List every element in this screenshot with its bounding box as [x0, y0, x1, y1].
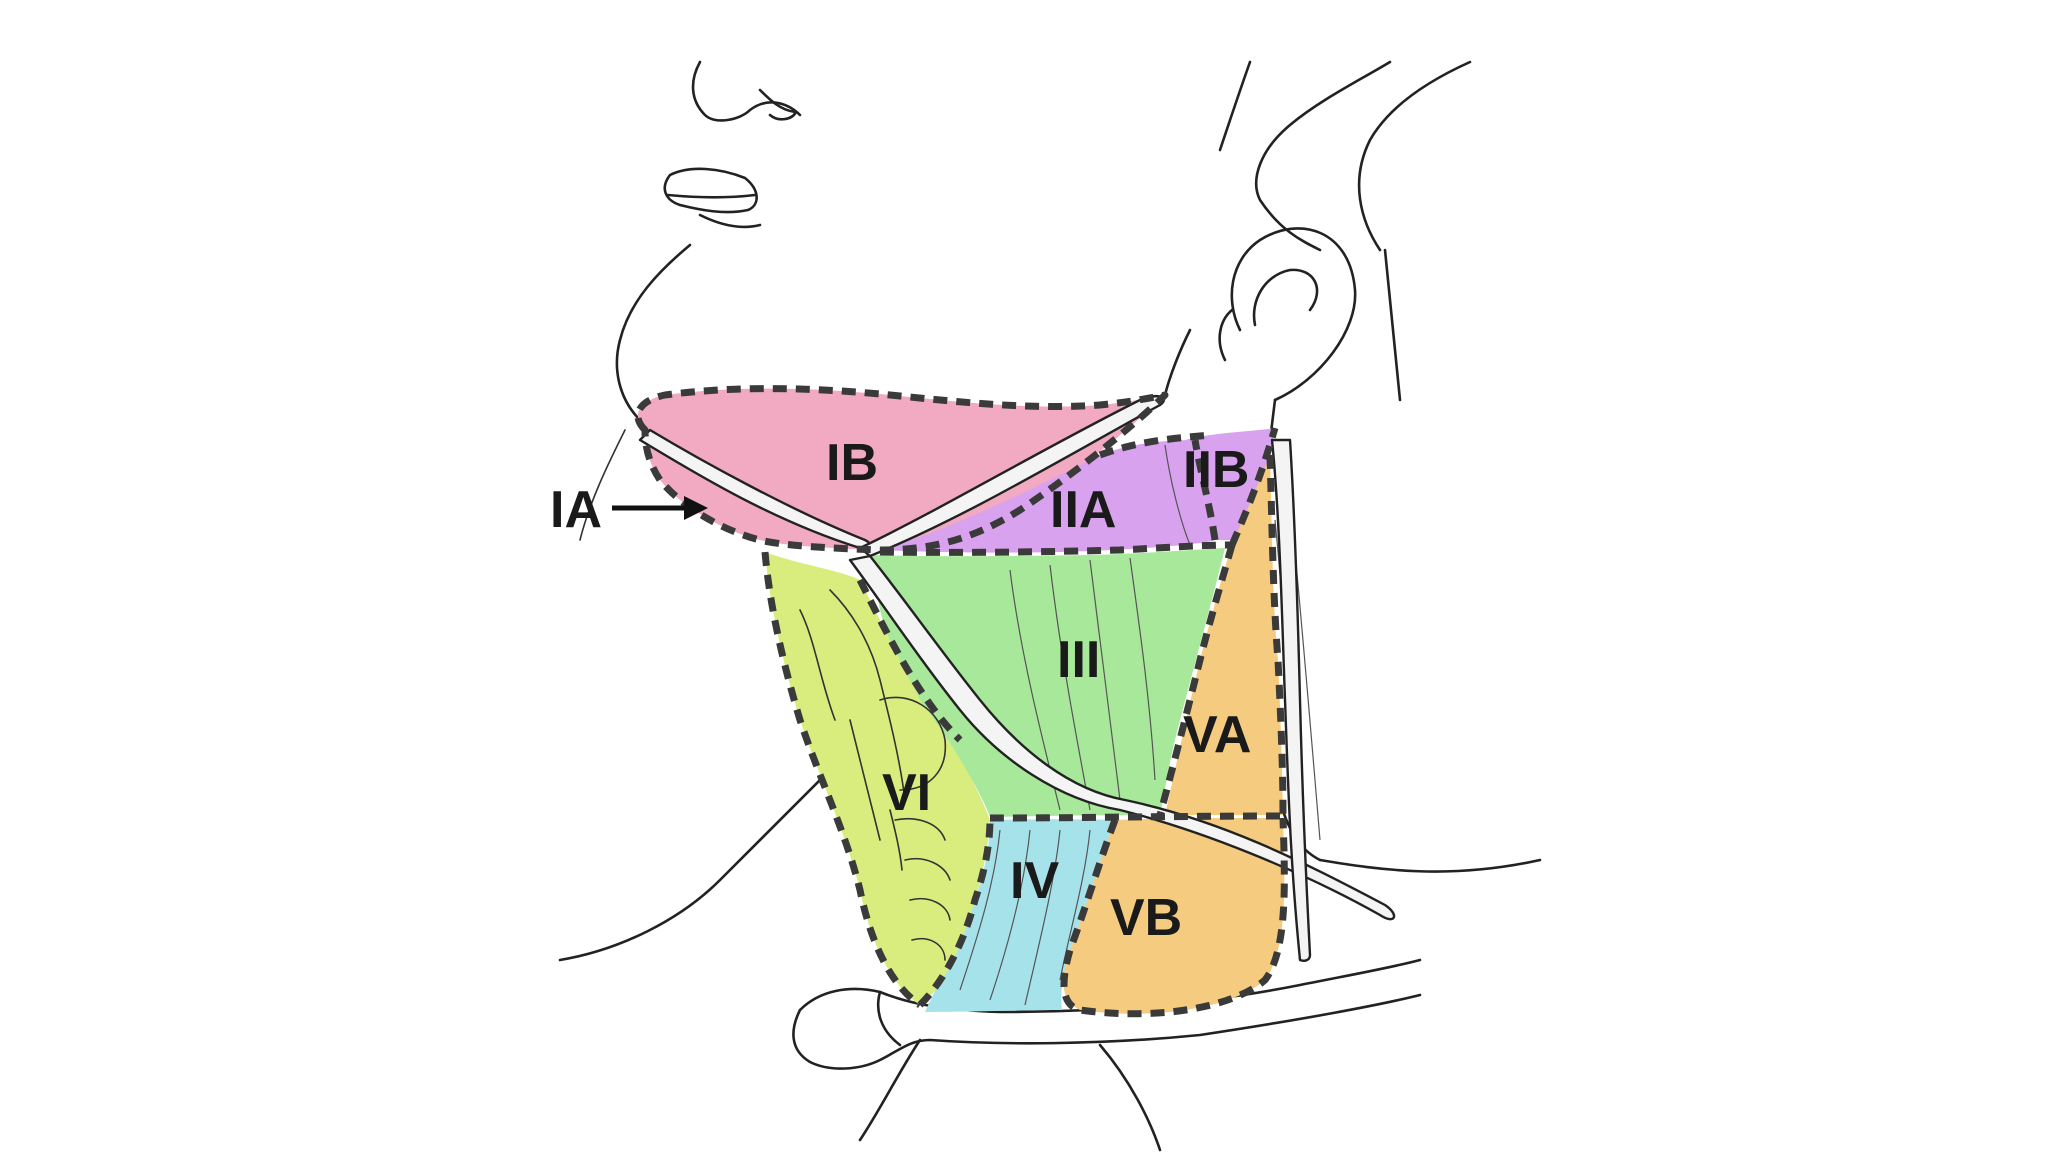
level-iia-region — [880, 440, 1215, 553]
label-va: VA — [1183, 706, 1251, 764]
level-va-region — [1165, 455, 1283, 815]
label-iib: IIB — [1183, 441, 1249, 499]
level-iii-region — [870, 548, 1225, 817]
label-ia: IA — [550, 481, 602, 539]
ia-arrow — [612, 496, 708, 520]
level-regions — [637, 388, 1285, 1014]
level-labels: IA IB IIA IIB III IV VA VB VI — [550, 434, 1251, 947]
head-neck-outline — [558, 60, 1542, 1152]
label-iii: III — [1057, 631, 1100, 689]
muscle-bands — [638, 395, 1396, 962]
level-iv-region — [925, 819, 1115, 1012]
label-ib: IB — [826, 434, 878, 492]
label-vi: VI — [882, 764, 931, 822]
label-iv: IV — [1010, 852, 1059, 910]
label-vb: VB — [1110, 889, 1182, 947]
trachea-texture — [799, 589, 951, 961]
level-vi-region — [765, 552, 990, 1005]
level-vb-region — [1063, 818, 1285, 1014]
level-boundaries — [634, 385, 1288, 1018]
label-iia: IIA — [1050, 481, 1116, 539]
